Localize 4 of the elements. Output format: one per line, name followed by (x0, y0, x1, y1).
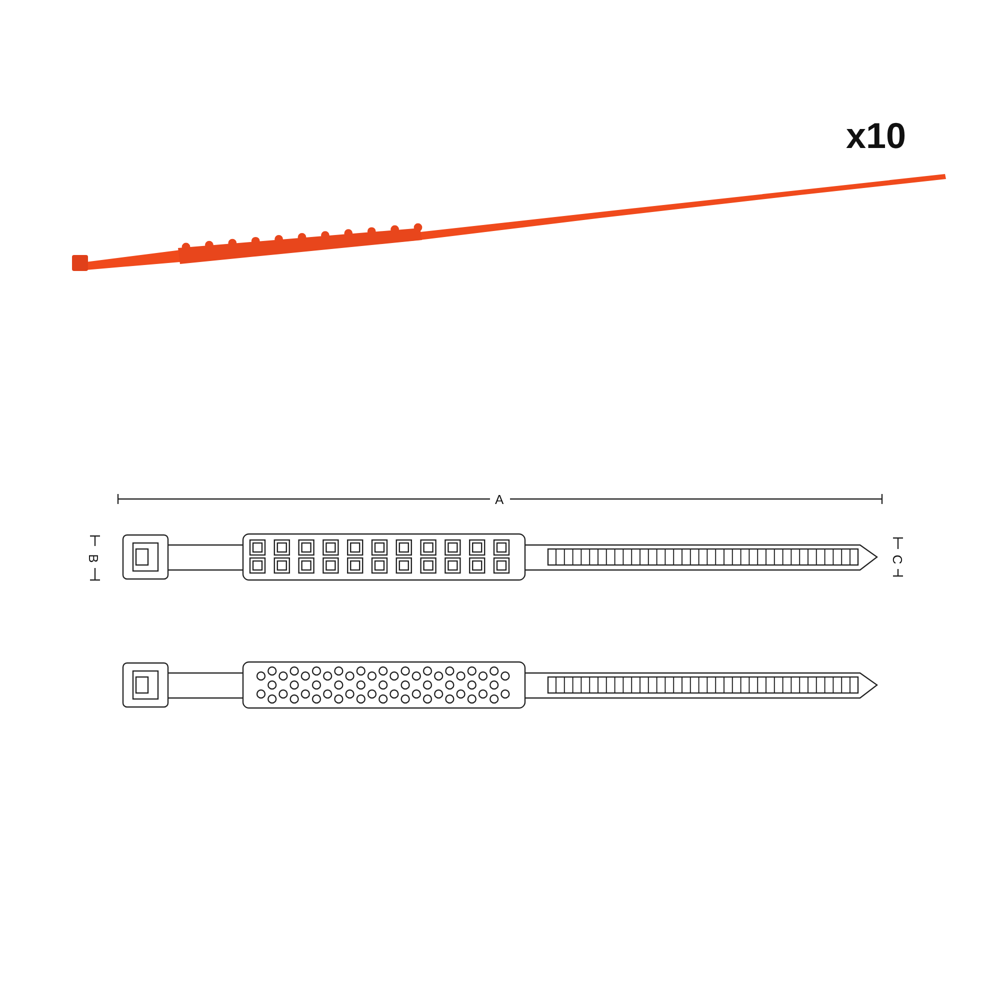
quantity-label: x10 (846, 118, 906, 154)
dimension-label: B (86, 554, 100, 563)
dimension-label: A (495, 493, 504, 506)
dimension-label: C (891, 554, 904, 564)
